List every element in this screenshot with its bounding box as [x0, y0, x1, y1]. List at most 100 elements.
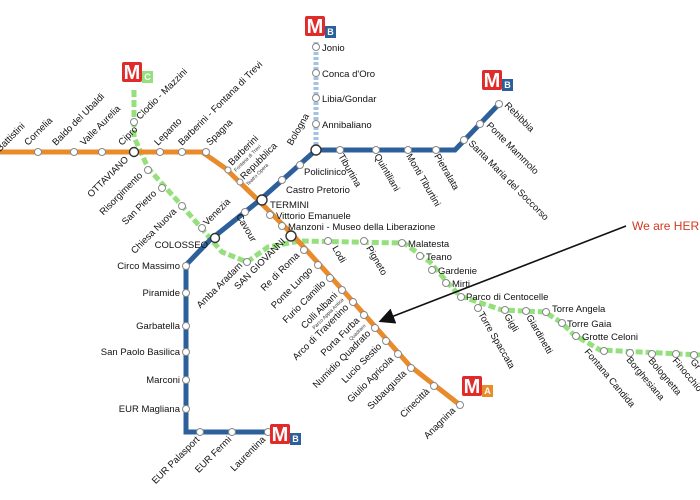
station-marker-giulio-agricola[interactable] — [394, 350, 402, 358]
station-label-eur-palasport[interactable]: EUR Palasport — [150, 434, 202, 486]
station-label-gardenie[interactable]: Gardenie — [438, 266, 477, 277]
station-marker-pietralata[interactable] — [432, 146, 440, 154]
station-marker-re-di-roma[interactable] — [300, 246, 308, 254]
station-marker-cavour[interactable] — [241, 208, 249, 216]
station-marker-circo-massimo[interactable] — [182, 262, 190, 270]
station-marker-castro-pretorio[interactable] — [278, 176, 286, 184]
station-label-marconi[interactable]: Marconi — [146, 375, 180, 386]
station-label-anagnina[interactable]: Anagnina — [422, 405, 459, 442]
station-marker-malatesta[interactable] — [398, 239, 406, 247]
station-marker-barberini-fontana[interactable] — [178, 148, 186, 156]
station-label-san-paolo[interactable]: San Paolo Basilica — [101, 347, 181, 358]
station-label-cavour[interactable]: Cavour — [233, 212, 258, 244]
station-label-cinecitta[interactable]: Cinecittà — [398, 386, 432, 420]
station-marker-san-pietro[interactable] — [158, 184, 166, 192]
station-marker-marconi[interactable] — [182, 376, 190, 384]
station-marker-parco-centocelle[interactable] — [457, 293, 465, 301]
station-label-torre-gaia[interactable]: Torre Gaia — [567, 319, 612, 330]
station-label-conca-oro[interactable]: Conca d'Oro — [322, 69, 375, 80]
station-label-malatesta[interactable]: Malatesta — [408, 239, 450, 250]
station-label-colosseo[interactable]: COLOSSEO — [155, 240, 208, 251]
station-label-bologna[interactable]: Bologna — [285, 111, 312, 147]
station-marker-mirti[interactable] — [442, 279, 450, 287]
station-marker-risorgimento[interactable] — [144, 166, 152, 174]
station-marker-ponte-mammolo[interactable] — [476, 120, 484, 128]
station-marker-barberini[interactable] — [224, 166, 232, 174]
station-label-quintiliani[interactable]: Quintiliani — [371, 152, 401, 194]
station-marker-amba-aradam[interactable] — [243, 258, 251, 266]
station-marker-piramide[interactable] — [182, 289, 190, 297]
station-marker-policlinico[interactable] — [296, 161, 304, 169]
station-marker-gigli[interactable] — [501, 306, 509, 314]
station-label-parco-centocelle[interactable]: Parco di Centocelle — [466, 292, 548, 303]
station-marker-graniti[interactable] — [690, 351, 698, 359]
interchange-bologna[interactable] — [310, 144, 322, 156]
station-label-circo-massimo[interactable]: Circo Massimo — [117, 261, 180, 272]
interchange-termini[interactable] — [256, 194, 268, 206]
station-label-libia[interactable]: Libia/Gondar — [322, 94, 376, 105]
station-marker-repubblica[interactable] — [236, 178, 244, 186]
station-label-teano[interactable]: Teano — [426, 252, 452, 263]
station-marker-ponte-lungo[interactable] — [314, 261, 322, 269]
station-marker-quintiliani[interactable] — [372, 146, 380, 154]
station-marker-colli-albani[interactable] — [338, 286, 346, 294]
station-marker-lodi[interactable] — [324, 237, 332, 245]
station-marker-vittorio[interactable] — [266, 211, 274, 219]
station-label-cornelia[interactable]: Cornelia — [22, 115, 55, 148]
station-label-grotte-celoni[interactable]: Grotte Celoni — [582, 332, 638, 343]
station-marker-porta-furba[interactable] — [360, 311, 368, 319]
station-marker-finocchio[interactable] — [672, 350, 680, 358]
station-marker-furio-camillo[interactable] — [326, 274, 334, 282]
station-marker-bolognetta[interactable] — [648, 350, 656, 358]
station-label-annibaliano[interactable]: Annibaliano — [322, 120, 372, 131]
station-marker-chiesa-nuova[interactable] — [178, 202, 186, 210]
station-marker-rebibbia[interactable] — [495, 100, 503, 108]
station-marker-jonio[interactable] — [312, 43, 320, 51]
station-marker-lepanto[interactable] — [156, 148, 164, 156]
station-label-battistini[interactable]: Battistini — [0, 121, 28, 154]
station-label-rebibbia[interactable]: Rebibbia — [502, 100, 537, 135]
station-label-pietralata[interactable]: Pietralata — [431, 152, 461, 193]
station-marker-san-paolo[interactable] — [182, 348, 190, 356]
station-marker-giardinetti[interactable] — [522, 307, 530, 315]
station-marker-clodio[interactable] — [130, 118, 138, 126]
station-label-laurentina[interactable]: Laurentina — [229, 434, 269, 474]
station-label-pigneto[interactable]: Pigneto — [363, 244, 389, 277]
station-marker-baldo[interactable] — [70, 148, 78, 156]
station-label-giardinetti[interactable]: Giardinetti — [523, 313, 554, 356]
station-label-garbatella[interactable]: Garbatella — [136, 321, 181, 332]
station-marker-grotte-celoni[interactable] — [572, 332, 580, 340]
station-marker-eur-magliana[interactable] — [182, 405, 190, 413]
station-marker-anagnina[interactable] — [456, 401, 464, 409]
station-marker-torre-gaia[interactable] — [558, 319, 566, 327]
station-marker-valle-aurelia[interactable] — [98, 148, 106, 156]
station-label-termini[interactable]: TERMINI — [270, 200, 309, 211]
station-marker-eur-palasport[interactable] — [196, 428, 204, 436]
station-marker-eur-fermi[interactable] — [228, 428, 236, 436]
interchange-san-giovanni[interactable] — [285, 230, 297, 242]
station-marker-manzoni[interactable] — [278, 222, 286, 230]
station-label-gigli[interactable]: Gigli — [501, 312, 520, 334]
station-marker-borghesiana[interactable] — [626, 349, 634, 357]
station-marker-tiburtina[interactable] — [336, 146, 344, 154]
station-marker-garbatella[interactable] — [182, 322, 190, 330]
station-marker-arco-travertino[interactable] — [349, 298, 357, 306]
station-marker-spagna[interactable] — [202, 148, 210, 156]
station-label-mirti[interactable]: Mirti — [452, 279, 470, 290]
station-marker-cinecitta[interactable] — [430, 382, 438, 390]
station-marker-pigneto[interactable] — [360, 237, 368, 245]
station-label-piramide[interactable]: Piramide — [143, 288, 181, 299]
station-label-vittorio[interactable]: Vittorio Emanuele — [276, 211, 351, 222]
station-marker-fontana-candida[interactable] — [600, 347, 608, 355]
station-marker-gardenie[interactable] — [428, 266, 436, 274]
station-marker-numidio[interactable] — [371, 324, 379, 332]
station-marker-torre-angela[interactable] — [542, 308, 550, 316]
station-marker-subaugusta[interactable] — [407, 364, 415, 372]
station-marker-santa-maria[interactable] — [460, 136, 468, 144]
station-label-castro-pretorio[interactable]: Castro Pretorio — [286, 185, 350, 196]
station-marker-cornelia[interactable] — [34, 148, 42, 156]
interchange-ottaviano[interactable] — [128, 146, 140, 158]
station-marker-monti-tiburtini[interactable] — [404, 146, 412, 154]
station-label-lodi[interactable]: Lodi — [329, 244, 348, 265]
station-marker-lucio-sestio[interactable] — [382, 337, 390, 345]
